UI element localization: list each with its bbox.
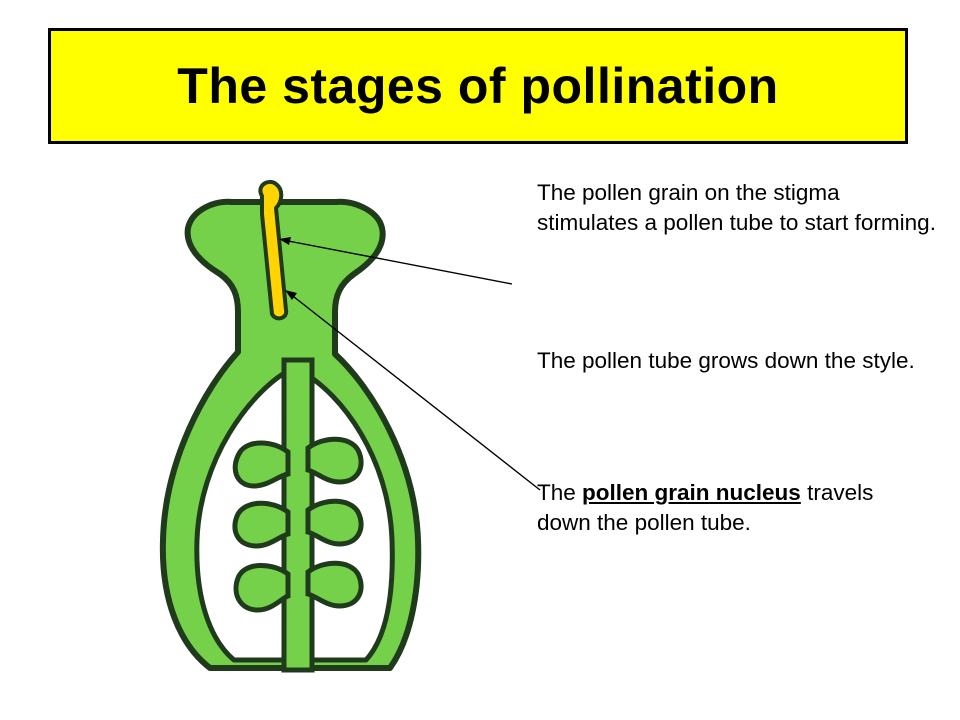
ovule-left-3 (233, 562, 291, 613)
ovule-right-3 (305, 560, 364, 609)
ovule-left-2 (232, 500, 291, 549)
pointer-arrowhead-tube (279, 237, 291, 245)
caption-nucleus-travels: The pollen grain nucleus travels down th… (537, 478, 927, 538)
pointer-arrowhead-nucleus (285, 290, 297, 300)
caption-text: travels down the pollen tube. (537, 480, 874, 535)
caption-tube-grows: The pollen tube grows down the style. (537, 348, 915, 373)
slide-title: The stages of pollination (177, 58, 779, 114)
title-banner: The stages of pollination (48, 28, 908, 144)
pointer-line-tube (282, 239, 513, 285)
pointer-line-nucleus (288, 292, 541, 491)
caption-text: The (537, 480, 583, 505)
ovules (232, 436, 364, 613)
ovule-right-2 (305, 498, 364, 547)
ovule-right-1 (305, 436, 364, 485)
caption-pollen-tube-forming: The pollen grain on the stigma stimulate… (537, 180, 936, 235)
ovule-left-1 (232, 440, 291, 489)
pollen-tube (258, 179, 289, 321)
key-term-pollen-grain-nucleus: pollen grain nucleus (582, 480, 801, 505)
